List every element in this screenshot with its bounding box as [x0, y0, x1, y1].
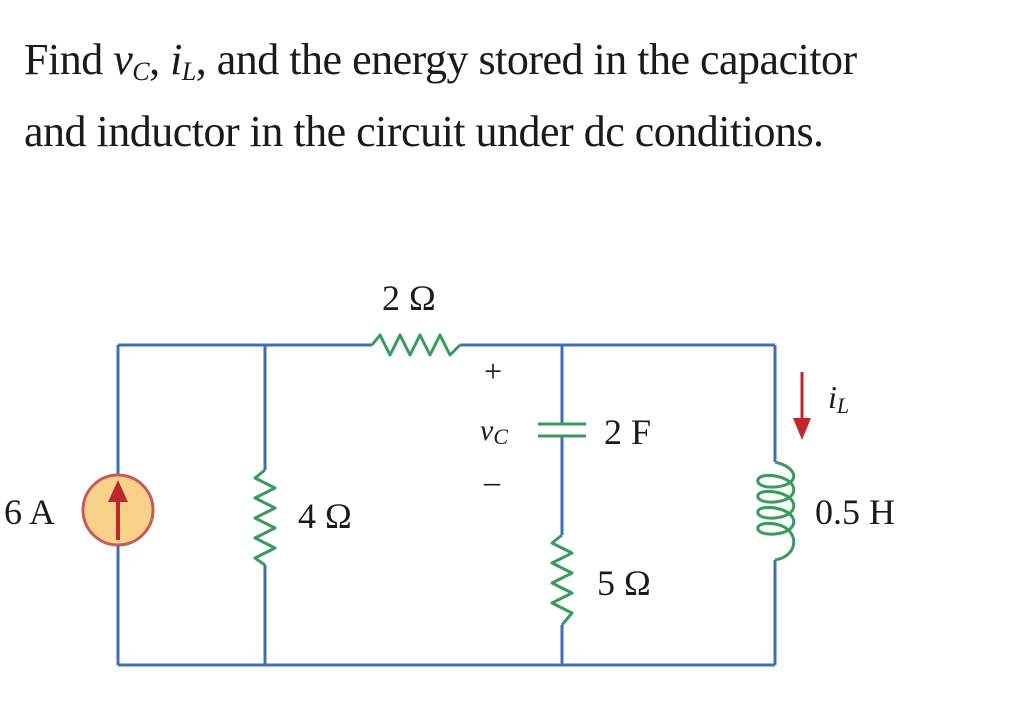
il-arrow-head-icon	[793, 418, 811, 440]
wires	[116, 343, 777, 667]
label-4ohm: 4 Ω	[298, 496, 352, 536]
resistor-2ohm	[370, 333, 462, 357]
label-vc: vC	[480, 414, 508, 449]
label-5ohm: 5 Ω	[597, 563, 651, 603]
label-2ohm: 2 Ω	[382, 278, 436, 318]
resistor-4ohm	[253, 468, 277, 567]
label-6a: 6 A	[4, 492, 55, 532]
source-arrow-head-icon	[108, 480, 128, 502]
resistor-5ohm	[550, 533, 574, 626]
problem-line-1: Find vC, iL, and the energy stored in th…	[24, 35, 857, 86]
label-0-5h: 0.5 H	[815, 492, 895, 532]
label-il: iL	[828, 379, 849, 418]
il-symbol: i	[170, 35, 182, 84]
cap-plus-sign: +	[484, 353, 502, 389]
problem-statement: Find vC, iL, and the energy stored in th…	[24, 30, 1004, 162]
capacitor-2f	[538, 422, 586, 438]
cap-minus-sign: –	[483, 463, 501, 499]
problem-line-2: and inductor in the circuit under dc con…	[24, 107, 824, 156]
vc-symbol: v	[113, 35, 133, 84]
label-2f: 2 F	[604, 412, 651, 452]
inductor-0-5h	[756, 460, 796, 562]
current-source-6a	[81, 473, 155, 547]
il-arrow	[793, 372, 811, 440]
